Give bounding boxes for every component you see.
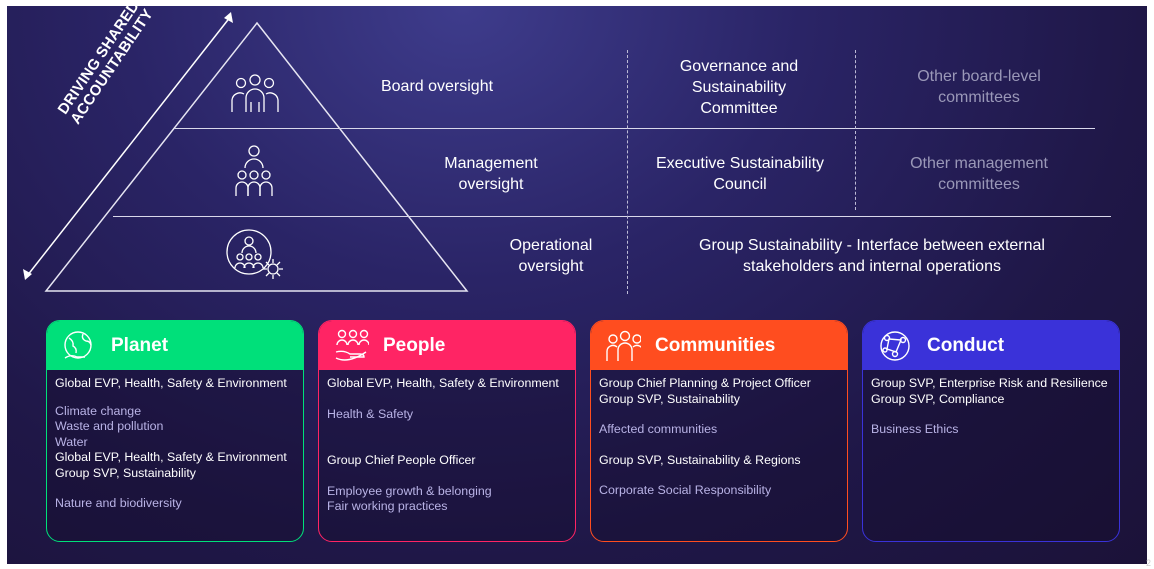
column-divider-1: [627, 50, 628, 294]
communities-owner-2: Group SVP, Sustainability & Regions: [599, 452, 801, 467]
communities-owner-1a: Group Chief Planning & Project Officer: [599, 376, 811, 390]
conduct-card: Conduct Group SVP, Enterprise Risk and R…: [862, 320, 1120, 542]
management-oversight-label: Management oversight: [444, 155, 538, 193]
other-board-committees-label: Other board-level committees: [917, 68, 1041, 106]
planet-owner-1: Global EVP, Health, Safety & Environment: [55, 376, 287, 390]
slide: DRIVING SHARED ACCOUNTABILITY Board over…: [7, 6, 1147, 564]
planet-topic-nature: Nature and biodiversity: [55, 496, 182, 510]
row-divider-2: [113, 216, 1111, 217]
network-globe-icon: [877, 328, 913, 364]
communities-topic-csr: Corporate Social Responsibility: [599, 483, 772, 497]
planet-card: Planet Global EVP, Health, Safety & Envi…: [46, 320, 304, 542]
people-topic-fair-working: Fair working practices: [327, 499, 448, 513]
communities-owner-1b: Group SVP, Sustainability: [599, 391, 740, 406]
operational-oversight-label: Operational oversight: [509, 237, 593, 275]
communities-card-header: Communities: [591, 321, 847, 370]
governance-committee-label: Governance and Sustainability Committee: [679, 58, 799, 117]
conduct-owner-1b: Group SVP, Compliance: [871, 391, 1005, 406]
planet-topic-waste: Waste and pollution: [55, 419, 164, 433]
operations-gear-icon: [226, 229, 283, 279]
board-people-icon: [231, 74, 279, 112]
conduct-card-body: Group SVP, Enterprise Risk and Resilienc…: [863, 370, 1119, 438]
communities-card: Communities Group Chief Planning & Proje…: [590, 320, 848, 542]
accountability-arrow: [23, 12, 233, 280]
conduct-card-title: Conduct: [927, 334, 1005, 356]
conduct-owner-1a: Group SVP, Enterprise Risk and Resilienc…: [871, 376, 1108, 390]
row-divider-1: [173, 128, 1095, 129]
people-owner-1: Global EVP, Health, Safety & Environment: [327, 376, 559, 390]
people-card-body: Global EVP, Health, Safety & Environment…: [319, 370, 575, 515]
page-number: 2: [1145, 558, 1151, 568]
people-card-title: People: [383, 334, 446, 356]
planet-card-title: Planet: [111, 334, 169, 356]
people-hand-icon: [333, 328, 369, 364]
people-topic-health-safety: Health & Safety: [327, 406, 414, 421]
communities-card-body: Group Chief Planning & Project Officer G…: [591, 370, 847, 499]
communities-card-title: Communities: [655, 334, 776, 356]
column-divider-2: [855, 50, 856, 210]
group-sustainability-label: Group Sustainability - Interface between…: [699, 237, 1045, 275]
executive-council-label: Executive Sustainability Council: [655, 155, 825, 193]
board-oversight-label: Board oversight: [380, 78, 494, 95]
people-card-header: People: [319, 321, 575, 370]
planet-topic-water: Water: [55, 434, 88, 449]
planet-card-body: Global EVP, Health, Safety & Environment…: [47, 370, 303, 512]
people-topic-growth: Employee growth & belonging: [327, 483, 492, 498]
community-group-icon: [605, 328, 641, 364]
planet-card-header: Planet: [47, 321, 303, 370]
people-card: People Global EVP, Health, Safety & Envi…: [318, 320, 576, 542]
pyramid-triangle: [44, 21, 469, 292]
planet-topic-climate: Climate change: [55, 403, 142, 418]
other-management-committees-label: Other management committees: [910, 155, 1048, 193]
globe-hand-icon: [61, 328, 97, 364]
planet-owner-2b: Group SVP, Sustainability: [55, 465, 196, 480]
conduct-card-header: Conduct: [863, 321, 1119, 370]
people-owner-2: Group Chief People Officer: [327, 453, 476, 467]
communities-topic-affected: Affected communities: [599, 422, 718, 436]
management-hierarchy-icon: [235, 145, 273, 196]
conduct-topic-ethics: Business Ethics: [871, 422, 959, 436]
planet-owner-2a: Global EVP, Health, Safety & Environment: [55, 450, 287, 464]
